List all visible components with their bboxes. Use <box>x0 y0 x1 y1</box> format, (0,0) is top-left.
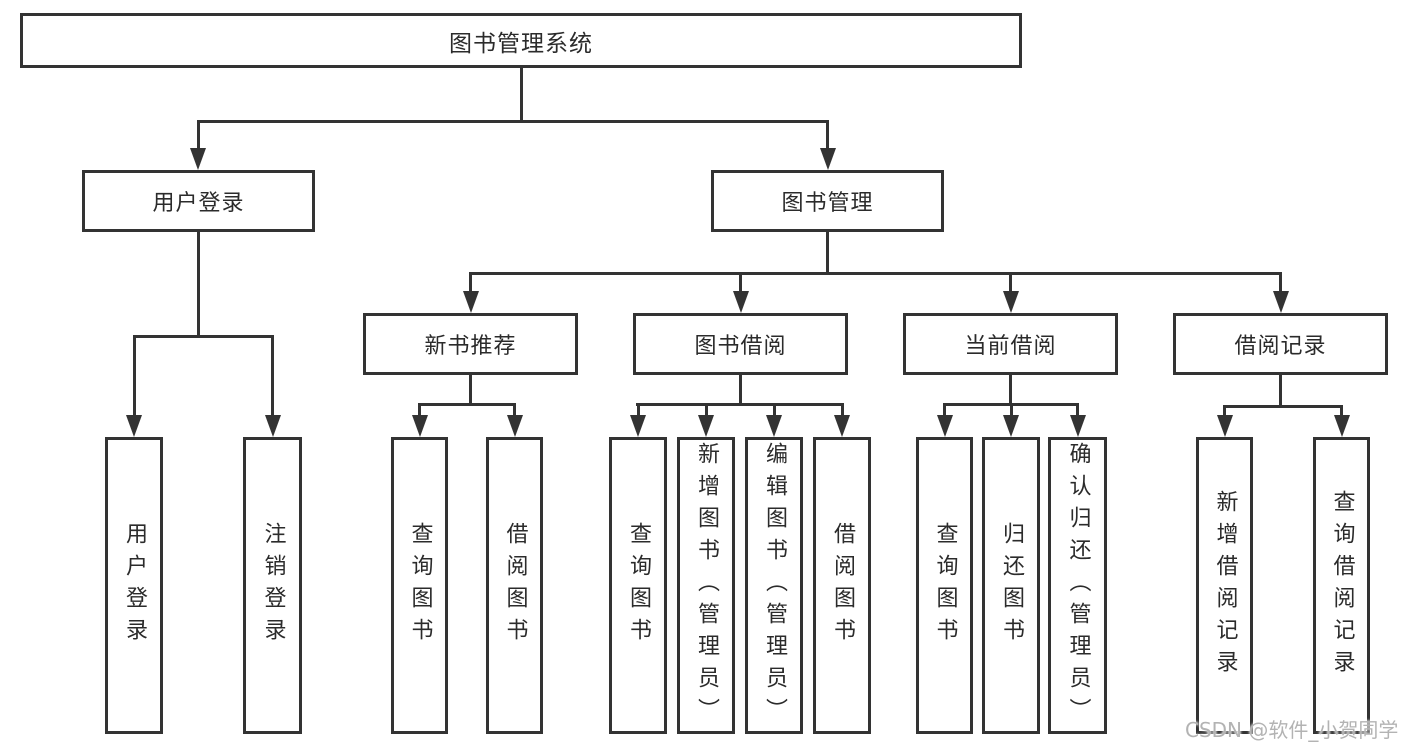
node-book-management: 图书管理 <box>711 170 944 232</box>
edge-recommend-drop-1 <box>418 403 421 417</box>
edge-borrow-stem <box>739 375 742 403</box>
leaf-edit-book-admin: 编辑图书（管理员） <box>745 437 803 734</box>
edge-recommend-drop-2 <box>513 403 516 417</box>
arrow-down-icon <box>190 148 206 170</box>
edge-records-stem <box>1279 375 1282 405</box>
leaf-confirm-return-admin: 确认归还（管理员） <box>1048 437 1107 734</box>
arrow-down-icon <box>698 415 714 437</box>
node-new-book-recommend: 新书推荐 <box>363 313 578 375</box>
leaf-add-borrow-record: 新增借阅记录 <box>1196 437 1253 734</box>
leaf-borrow-books: 借阅图书 <box>813 437 871 734</box>
arrow-down-icon <box>507 415 523 437</box>
edge-root-hline <box>197 120 829 123</box>
edge-recommend-stem <box>469 375 472 403</box>
node-current-borrow: 当前借阅 <box>903 313 1118 375</box>
leaf-query-books-current: 查询图书 <box>916 437 973 734</box>
arrow-down-icon <box>630 415 646 437</box>
edge-root-stem <box>520 68 523 120</box>
arrow-down-icon <box>1003 291 1019 313</box>
edge-user-hline <box>133 335 274 338</box>
edge-mgmt-drop-2 <box>739 272 742 293</box>
arrow-down-icon <box>834 415 850 437</box>
edge-current-stem <box>1009 375 1012 403</box>
edge-mgmt-hline <box>469 272 1282 275</box>
arrow-down-icon <box>126 415 142 437</box>
edge-mgmt-drop-1 <box>469 272 472 293</box>
edge-borrow-drop-1 <box>637 403 640 417</box>
leaf-add-book-admin: 新增图书（管理员） <box>677 437 735 734</box>
leaf-borrow-books-recommend: 借阅图书 <box>486 437 543 734</box>
edge-mgmt-stem <box>826 232 829 272</box>
edge-root-drop-left <box>197 120 200 150</box>
leaf-query-books-borrow: 查询图书 <box>609 437 667 734</box>
edge-records-drop-1 <box>1223 405 1226 417</box>
arrow-down-icon <box>766 415 782 437</box>
arrow-down-icon <box>937 415 953 437</box>
arrow-down-icon <box>265 415 281 437</box>
edge-borrow-hline <box>636 403 844 406</box>
edge-recommend-hline <box>418 403 516 406</box>
edge-mgmt-drop-3 <box>1009 272 1012 293</box>
leaf-user-login: 用户登录 <box>105 437 163 734</box>
arrow-down-icon <box>1070 415 1086 437</box>
arrow-down-icon <box>820 148 836 170</box>
edge-root-drop-right <box>826 120 829 150</box>
arrow-down-icon <box>733 291 749 313</box>
node-library-system: 图书管理系统 <box>20 13 1022 68</box>
edge-user-drop-left <box>133 335 136 417</box>
node-user-login: 用户登录 <box>82 170 315 232</box>
edge-borrow-drop-3 <box>773 403 776 417</box>
arrow-down-icon <box>1003 415 1019 437</box>
leaf-return-books: 归还图书 <box>982 437 1040 734</box>
edge-records-drop-2 <box>1340 405 1343 417</box>
edge-user-drop-right <box>271 335 274 417</box>
arrow-down-icon <box>1334 415 1350 437</box>
arrow-down-icon <box>463 291 479 313</box>
edge-borrow-drop-4 <box>841 403 844 417</box>
arrow-down-icon <box>1273 291 1289 313</box>
leaf-logout: 注销登录 <box>243 437 302 734</box>
edge-user-stem <box>197 232 200 335</box>
watermark: CSDN @软件_小贺同学 <box>1185 718 1399 742</box>
edge-current-drop-2 <box>1010 403 1013 417</box>
edge-current-drop-3 <box>1076 403 1079 417</box>
edge-current-drop-1 <box>943 403 946 417</box>
edge-records-hline <box>1223 405 1343 408</box>
node-book-borrow: 图书借阅 <box>633 313 848 375</box>
arrow-down-icon <box>412 415 428 437</box>
arrow-down-icon <box>1217 415 1233 437</box>
leaf-query-books-recommend: 查询图书 <box>391 437 448 734</box>
edge-mgmt-drop-4 <box>1279 272 1282 293</box>
edge-borrow-drop-2 <box>705 403 708 417</box>
leaf-query-borrow-record: 查询借阅记录 <box>1313 437 1370 734</box>
node-borrow-records: 借阅记录 <box>1173 313 1388 375</box>
